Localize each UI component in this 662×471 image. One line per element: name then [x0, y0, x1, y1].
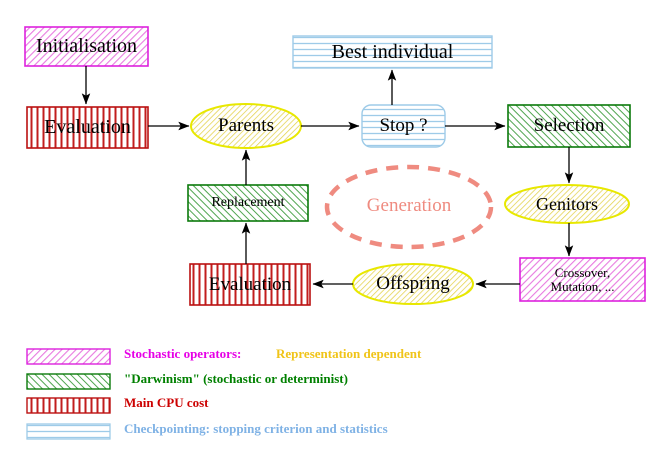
node-genitors-shape: [504, 184, 630, 224]
node-stop-shape: [361, 104, 446, 148]
node-crossover-mutation-shape: [519, 257, 646, 302]
legend-label-representation-dependent: Representation dependent: [276, 346, 422, 361]
legend-swatch-green-hatch: [26, 373, 111, 390]
node-evaluation-bottom-shape: [189, 263, 311, 306]
node-initialisation-shape: [24, 26, 149, 67]
node-best-individual-shape: [292, 35, 493, 69]
node-generation-shape: [324, 164, 494, 250]
node-replacement-shape: [187, 184, 309, 222]
node-evaluation-top-shape: [26, 106, 149, 149]
node-selection-shape: [507, 104, 631, 148]
legend-swatches: [26, 348, 111, 440]
legend-label-stochastic-operators: Stochastic operators:: [124, 346, 242, 361]
node-parents-shape: [190, 103, 302, 149]
legend-label-checkpointing: Checkpointing: stopping criterion and st…: [124, 421, 388, 436]
legend-label-main-cpu-cost: Main CPU cost: [124, 395, 209, 410]
node-generation-label: Generation: [366, 195, 452, 216]
legend-swatch-blue-horizontal: [26, 423, 111, 440]
legend-swatch-magenta-hatch: [26, 348, 111, 365]
node-offspring-shape: [352, 263, 474, 305]
legend-swatch-red-vertical: [26, 397, 111, 414]
legend-label-darwinism: "Darwinism" (stochastic or determinist): [124, 371, 348, 386]
